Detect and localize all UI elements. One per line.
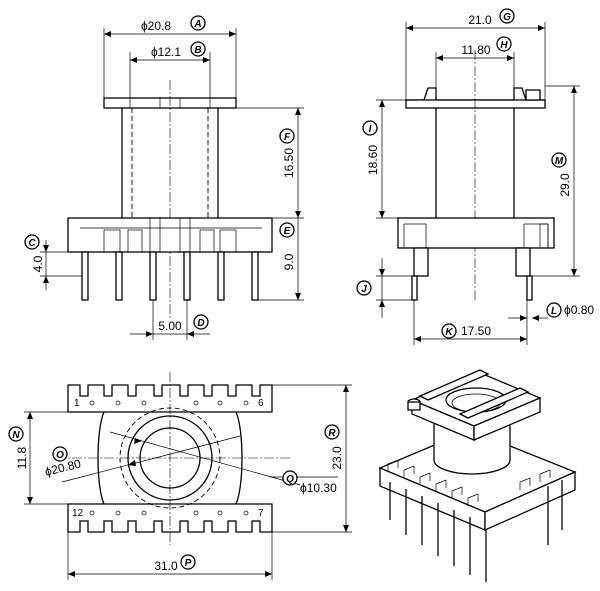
dim-j-marker [356, 280, 372, 296]
pin-12-label: 12 [72, 508, 84, 519]
dim-j-letter: J [361, 284, 367, 295]
dim-f-value: 16.50 [282, 148, 296, 178]
dim-q-marker [282, 470, 298, 486]
dim-m-marker [551, 152, 567, 168]
dim-c-letter: C [28, 238, 36, 249]
dim-n-letter: N [12, 430, 20, 441]
dim-q-letter: Q [286, 474, 294, 485]
dim-b-value: ϕ12.1 [151, 45, 181, 59]
dim-g-value: 21.0 [468, 13, 492, 27]
dim-l-value: ϕ0.80 [564, 303, 594, 317]
dim-k-value: 17.50 [461, 324, 491, 338]
dim-m-value: 29.0 [558, 173, 572, 197]
dim-b-letter: B [194, 45, 201, 56]
dim-h-value: 11.80 [461, 43, 490, 57]
pin-6-label: 6 [258, 398, 264, 409]
dim-r-marker [324, 424, 340, 440]
dim-i-letter: I [369, 124, 372, 135]
dim-r-value: 23.0 [330, 446, 344, 470]
dim-o-letter: O [56, 450, 64, 461]
dim-q-value: ϕ10.30 [300, 481, 337, 495]
dim-d-letter: D [197, 318, 204, 329]
dim-k-marker [441, 323, 457, 339]
dim-p-letter: P [185, 558, 192, 569]
dim-d-value: 5.00 [158, 319, 182, 333]
pin-7-label: 7 [258, 508, 264, 519]
front-view: ϕ20.8 A ϕ12.1 B 16.50 F 9.0 E 4.0 [24, 15, 304, 340]
dim-o-marker [52, 446, 68, 462]
dim-a-letter: A [193, 19, 201, 30]
side-view: 21.0 G 11.80 H 18.60 I 29.0 M [356, 8, 594, 345]
dim-i-marker [362, 120, 378, 136]
pin-1-label: 1 [74, 398, 80, 409]
dim-p-marker [180, 554, 196, 570]
dim-k-letter: K [445, 327, 453, 338]
bottom-view: 1 6 12 7 11.8 N [8, 372, 352, 580]
dim-f-marker [279, 128, 295, 144]
dim-n-value: 11.8 [15, 446, 29, 469]
dim-i-value: 18.60 [366, 145, 380, 175]
isometric-view [378, 369, 577, 582]
dim-r-letter: R [328, 428, 336, 439]
dim-l-marker [546, 302, 562, 318]
dim-g-marker [499, 8, 515, 24]
dim-c-marker [24, 234, 40, 250]
dim-h-marker [496, 36, 512, 52]
dim-f-letter: F [284, 132, 291, 143]
dim-p-value: 31.0 [154, 559, 178, 573]
dim-l-letter: L [551, 306, 557, 317]
dim-o-value: ϕ20.80 [43, 456, 82, 479]
dim-h-letter: H [500, 40, 508, 51]
dim-a-marker [190, 15, 206, 31]
dim-d-marker [193, 314, 209, 330]
dim-n-marker [8, 426, 24, 442]
dim-e-value: 9.0 [282, 253, 296, 270]
dim-a-value: ϕ20.8 [141, 19, 171, 33]
dim-m-letter: M [555, 156, 564, 167]
dim-c-value: 4.0 [31, 255, 45, 272]
dim-g-letter: G [503, 12, 511, 23]
dim-e-marker [279, 222, 295, 238]
dim-e-letter: E [284, 226, 291, 237]
dim-b-marker [190, 41, 206, 57]
